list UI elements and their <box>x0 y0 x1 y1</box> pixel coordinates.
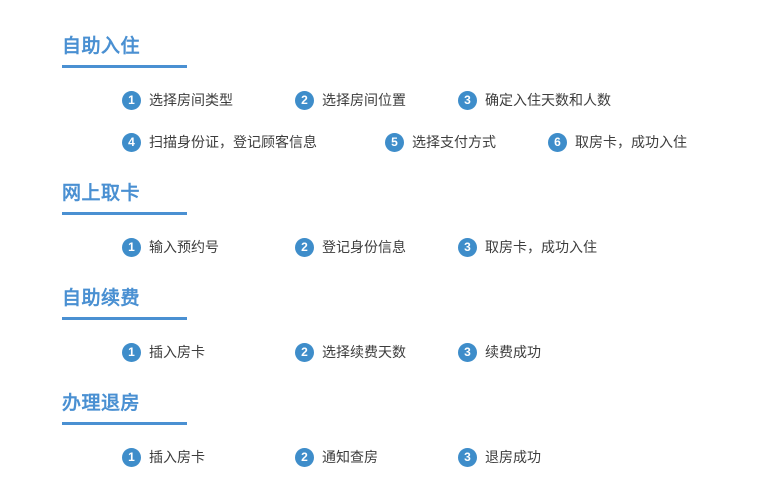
section-self-renewal: 自助续费 1 插入房卡 2 选择续费天数 3 续费成功 <box>62 288 760 362</box>
step-label: 插入房卡 <box>149 449 205 465</box>
step-number-badge: 2 <box>295 447 314 467</box>
step-label: 续费成功 <box>485 344 541 360</box>
steps-rows: 1 选择房间类型 2 选择房间位置 3 确定入住天数和人数 4 扫描身份证，登记… <box>122 90 760 152</box>
section-title: 办理退房 <box>62 393 141 414</box>
step-number-badge: 3 <box>458 90 477 110</box>
step-number-badge: 2 <box>295 237 314 257</box>
step-item: 3 退房成功 <box>458 447 541 467</box>
step-number-badge: 1 <box>122 342 141 362</box>
step-label: 确定入住天数和人数 <box>485 92 611 108</box>
step-number-badge: 1 <box>122 90 141 110</box>
step-label: 通知查房 <box>322 449 378 465</box>
steps-rows: 1 插入房卡 2 通知查房 3 退房成功 <box>122 447 760 467</box>
section-title: 自助入住 <box>62 36 141 57</box>
title-underline <box>62 422 187 425</box>
step-number-badge: 1 <box>122 447 141 467</box>
step-label: 选择支付方式 <box>412 134 496 150</box>
section-online-card-pickup: 网上取卡 1 输入预约号 2 登记身份信息 3 取房卡，成功入住 <box>62 183 760 257</box>
step-label: 退房成功 <box>485 449 541 465</box>
step-number-badge: 5 <box>385 132 404 152</box>
step-number-badge: 3 <box>458 237 477 257</box>
step-item: 2 通知查房 <box>295 447 458 467</box>
section-title: 网上取卡 <box>62 183 141 204</box>
step-item: 3 续费成功 <box>458 342 541 362</box>
step-label: 取房卡，成功入住 <box>485 239 597 255</box>
step-row: 1 插入房卡 2 通知查房 3 退房成功 <box>122 447 760 467</box>
step-item: 2 登记身份信息 <box>295 237 458 257</box>
step-label: 输入预约号 <box>149 239 219 255</box>
section-title: 自助续费 <box>62 288 141 309</box>
step-number-badge: 2 <box>295 90 314 110</box>
title-underline <box>62 212 187 215</box>
steps-rows: 1 输入预约号 2 登记身份信息 3 取房卡，成功入住 <box>122 237 760 257</box>
step-label: 选择续费天数 <box>322 344 406 360</box>
step-label: 登记身份信息 <box>322 239 406 255</box>
step-number-badge: 3 <box>458 447 477 467</box>
step-item: 2 选择续费天数 <box>295 342 458 362</box>
step-number-badge: 4 <box>122 132 141 152</box>
step-item: 4 扫描身份证，登记顾客信息 <box>122 132 385 152</box>
step-number-badge: 2 <box>295 342 314 362</box>
step-item: 1 输入预约号 <box>122 237 295 257</box>
step-label: 选择房间类型 <box>149 92 233 108</box>
step-item: 1 选择房间类型 <box>122 90 295 110</box>
step-item: 5 选择支付方式 <box>385 132 548 152</box>
title-underline <box>62 317 187 320</box>
step-item: 3 取房卡，成功入住 <box>458 237 597 257</box>
step-item: 1 插入房卡 <box>122 342 295 362</box>
step-row: 1 插入房卡 2 选择续费天数 3 续费成功 <box>122 342 760 362</box>
step-row: 1 选择房间类型 2 选择房间位置 3 确定入住天数和人数 <box>122 90 760 110</box>
section-checkout: 办理退房 1 插入房卡 2 通知查房 3 退房成功 <box>62 393 760 467</box>
step-number-badge: 6 <box>548 132 567 152</box>
step-item: 1 插入房卡 <box>122 447 295 467</box>
steps-rows: 1 插入房卡 2 选择续费天数 3 续费成功 <box>122 342 760 362</box>
step-label: 插入房卡 <box>149 344 205 360</box>
step-number-badge: 3 <box>458 342 477 362</box>
step-item: 6 取房卡，成功入住 <box>548 132 687 152</box>
section-self-checkin: 自助入住 1 选择房间类型 2 选择房间位置 3 确定入住天数和人数 4 <box>62 36 760 152</box>
step-row: 1 输入预约号 2 登记身份信息 3 取房卡，成功入住 <box>122 237 760 257</box>
title-underline <box>62 65 187 68</box>
step-row: 4 扫描身份证，登记顾客信息 5 选择支付方式 6 取房卡，成功入住 <box>122 132 760 152</box>
step-item: 3 确定入住天数和人数 <box>458 90 611 110</box>
step-item: 2 选择房间位置 <box>295 90 458 110</box>
step-label: 取房卡，成功入住 <box>575 134 687 150</box>
step-number-badge: 1 <box>122 237 141 257</box>
step-label: 扫描身份证，登记顾客信息 <box>149 134 317 150</box>
step-label: 选择房间位置 <box>322 92 406 108</box>
